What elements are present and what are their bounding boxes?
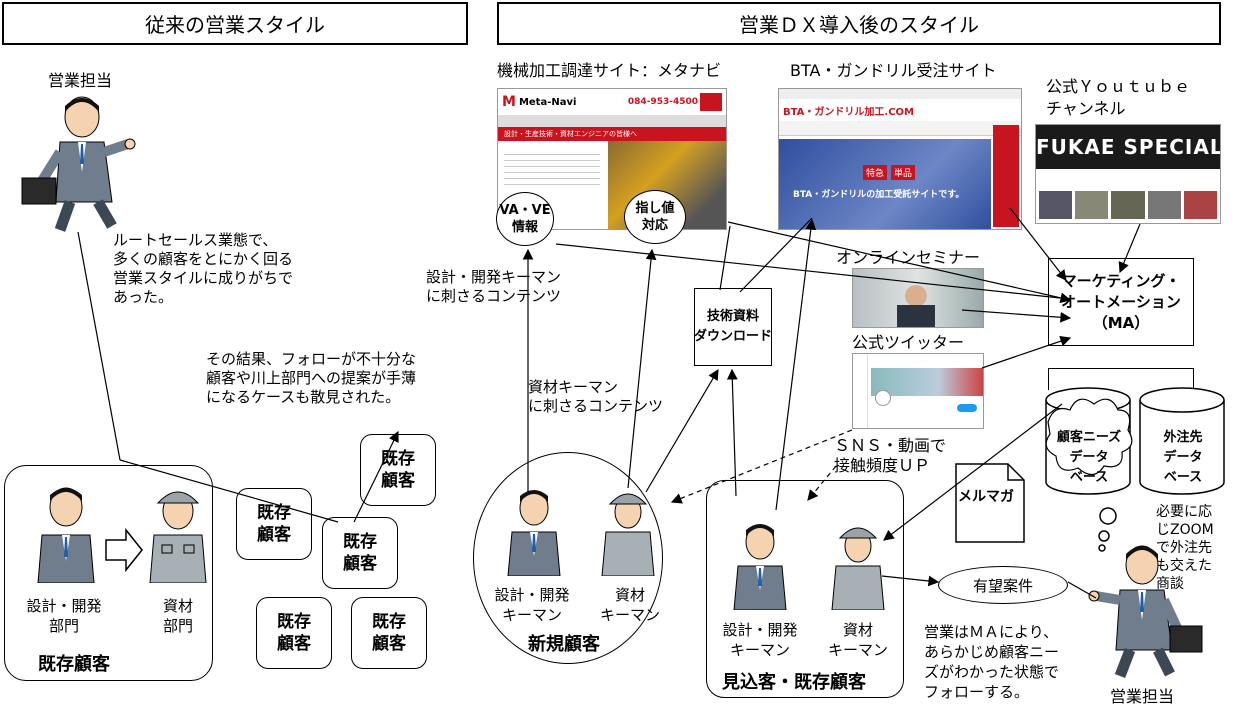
bta-tanpin-badge: 単品: [891, 165, 916, 180]
youtube-banner: FUKAE SPECIAL: [1036, 125, 1220, 169]
prospect-customer-group: [706, 480, 904, 698]
bta-logo: BTA・ガンドリル加工.COM: [783, 106, 914, 118]
prospect-material-keyman-icon: [831, 527, 885, 610]
new-customer-label: 新規顧客: [528, 634, 600, 655]
customer-needs-db: 顧客ニーズ データ ベース: [1056, 430, 1122, 485]
route-sales-text: ルートセールス業態で、多くの顧客をとにかく回る 営業スタイルに成りがちであった。: [113, 231, 294, 306]
thought-bubble-icon: [1098, 507, 1117, 552]
bta-site-thumbnail[interactable]: BTA・ガンドリル加工.COM 特急 単品 BTA・ガンドリルの加工受託サイトで…: [778, 88, 1022, 230]
material-dept-label: 資材部門: [162, 597, 193, 635]
existing-customer-box: 既存 顧客: [360, 434, 436, 506]
salesman-right-icon: [1088, 545, 1203, 678]
tech-doc-download: 技術資料 ダウンロード: [694, 288, 772, 366]
left-header: 従来の営業スタイル: [2, 2, 468, 45]
marketing-automation-box: マーケティング・オートメーション（MA）: [1048, 258, 1194, 346]
existing-customer-group: [4, 465, 213, 681]
material-keyman-icon: [601, 493, 655, 576]
metanavi-banner: 設計・生産技術・資材エンジニアの皆様へ: [498, 127, 726, 141]
prospect-design-keyman-icon: [733, 524, 787, 610]
seminar-title: オンラインセミナー: [836, 248, 981, 267]
arrow-right-icon: [105, 528, 143, 572]
mail-magazine-label: メルマガ: [958, 489, 1014, 505]
database-icons: [1045, 387, 1225, 495]
metanavi-contact-button[interactable]: [700, 93, 722, 111]
bta-side-banner[interactable]: [993, 125, 1019, 227]
existing-customer-box: 既存 顧客: [256, 597, 332, 669]
left-sales-label: 営業担当: [48, 71, 113, 90]
right-sales-label: 営業担当: [1110, 687, 1175, 706]
db-rack: [1048, 368, 1194, 390]
prospect-material-keyman-label: 資材キーマン: [827, 621, 888, 659]
salesman-icon: [21, 96, 136, 232]
va-ve-info-bubble: VA・VE 情報: [496, 192, 554, 246]
existing-customer-box: 既存 顧客: [236, 488, 312, 560]
prospect-design-keyman-label: 設計・開発キーマン: [722, 621, 798, 659]
supplier-db: 外注先 データ ベース: [1163, 430, 1203, 485]
new-material-keyman-label: 資材キーマン: [599, 586, 660, 624]
design-engineer-icon: [37, 487, 95, 583]
metanavi-phone: 084-953-4500: [627, 97, 698, 107]
metanavi-logo: Meta-Navi: [518, 96, 577, 108]
follow-text: 営業はＭＡにより、あらかじめ顧客ニー ズがわかった状態でフォローする。: [924, 623, 1060, 701]
result-text: その結果、フォローが不十分な顧客や川上部門への提案が手薄 になるケースも散見され…: [206, 350, 417, 406]
prospect-customer-label: 見込客・既存顧客: [722, 672, 866, 693]
metanavi-title: 機械加工調達サイト：メタナビ: [497, 61, 722, 80]
new-design-keyman-label: 設計・開発キーマン: [494, 586, 570, 624]
bta-title: BTA・ガンドリル受注サイト: [790, 61, 997, 80]
twitter-thumbnail[interactable]: [852, 353, 984, 429]
design-keyman-content-label: 設計・開発キーマンに刺さるコンテンツ: [426, 268, 562, 305]
existing-customer-box: 既存 顧客: [351, 597, 427, 669]
existing-customer-box: 既存 顧客: [322, 517, 398, 589]
twitter-title: 公式ツイッター: [852, 333, 965, 352]
sashine-bubble: 指し値 対応: [624, 190, 686, 244]
mail-magazine-icon: [955, 463, 1025, 543]
design-dept-label: 設計・開発部門: [26, 597, 102, 635]
youtube-thumbnail[interactable]: FUKAE SPECIAL: [1035, 124, 1221, 224]
material-keyman-content-label: 資材キーマンに刺さるコンテンツ: [528, 378, 664, 415]
material-worker-icon: [149, 491, 207, 583]
bta-caption: BTA・ガンドリルの加工受託サイトです。: [793, 190, 965, 200]
existing-customer-label: 既存顧客: [38, 654, 110, 675]
design-keyman-icon: [507, 490, 561, 576]
zoom-text: 必要に応じZOOM で外注先も交えた 商談: [1156, 504, 1214, 592]
new-customer-group: [473, 452, 663, 664]
follow-button[interactable]: [957, 404, 977, 412]
sns-text: ＳＮＳ・動画で接触頻度ＵＰ: [834, 436, 947, 475]
right-header: 営業ＤＸ導入後のスタイル: [497, 2, 1221, 45]
metanavi-logo-icon: M: [502, 94, 516, 110]
bta-tokka-badge: 特急: [863, 165, 888, 180]
